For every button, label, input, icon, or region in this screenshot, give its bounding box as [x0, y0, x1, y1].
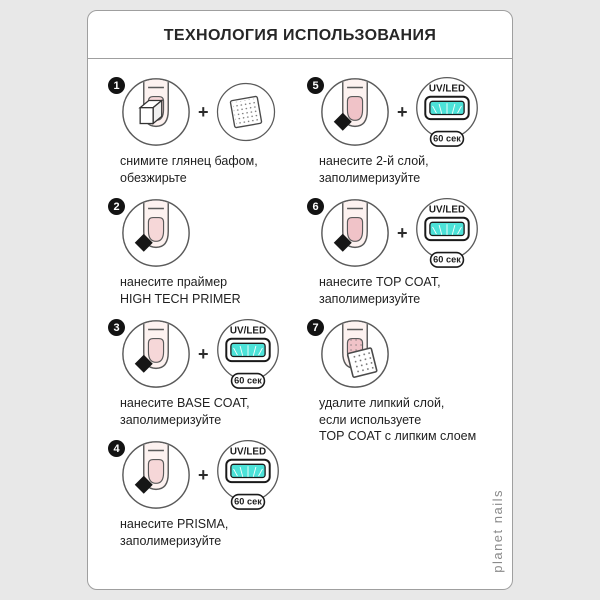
fingertip-icon [122, 78, 190, 146]
step-number-badge: 1 [108, 77, 125, 94]
lamp-rays [431, 223, 462, 235]
steps-grid: 1 [88, 59, 512, 558]
steps-column-right: 5 + [307, 74, 506, 558]
step-3: 3 + [108, 316, 307, 428]
lamp-time-label: 60 сек [433, 254, 461, 264]
fingertip-icon [321, 78, 389, 146]
step-number-badge: 3 [108, 319, 125, 336]
step-2: 2 нанесите прайм [108, 195, 307, 307]
step-illustration: + [120, 74, 307, 150]
uv-lamp-icon: UV/LED 60 сек [216, 439, 279, 510]
step-number-badge: 6 [307, 198, 324, 215]
wipe-pad-icon [346, 347, 378, 378]
step-number-badge: 5 [307, 77, 324, 94]
plus-icon: + [198, 343, 209, 364]
step-illustration: + UV/LED 60 сек [319, 195, 506, 271]
uv-lamp-icon: UV/LED 60 сек [216, 318, 279, 389]
fingertip-icon [122, 199, 190, 267]
applicator-diamond-icon [333, 233, 352, 252]
step-caption: удалите липкий слой, если используете TO… [319, 396, 477, 443]
lamp-rays [232, 344, 263, 356]
brand-logo: planet nails [490, 489, 505, 573]
uv-lamp-icon: UV/LED 60 сек [415, 197, 478, 268]
fingertip-icon [321, 199, 389, 267]
step-caption: нанесите 2-й слой, заполимеризуйте [319, 154, 429, 185]
step-caption: нанесите PRISMA, заполимеризуйте [120, 517, 229, 548]
step-1: 1 [108, 74, 307, 186]
instruction-card: ТЕХНОЛОГИЯ ИСПОЛЬЗОВАНИЯ 1 [87, 10, 513, 590]
applicator-diamond-icon [134, 475, 153, 494]
step-illustration: + UV/LED 60 сек [120, 437, 307, 513]
lamp-rays [232, 465, 263, 477]
fingertip-icon [122, 441, 190, 509]
step-caption: нанесите TOP COAT, заполимеризуйте [319, 275, 441, 306]
uv-led-label: UV/LED [229, 325, 265, 336]
applicator-diamond-icon [134, 233, 153, 252]
step-number-badge: 7 [307, 319, 324, 336]
plus-icon: + [198, 101, 209, 122]
lamp-time-label: 60 сек [234, 496, 262, 506]
step-7: 7 [307, 316, 506, 445]
fingertip-sticky-layer-icon [321, 320, 389, 388]
applicator-diamond-icon [333, 112, 352, 131]
uv-led-label: UV/LED [428, 204, 464, 215]
step-number-badge: 4 [108, 440, 125, 457]
step-caption: нанесите праймер HIGH TECH PRIMER [120, 275, 241, 306]
lamp-time-label: 60 сек [234, 375, 262, 385]
step-caption: нанесите BASE COAT, заполимеризуйте [120, 396, 250, 427]
step-caption: снимите глянец бафом, обезжирьте [120, 154, 258, 185]
step-4: 4 + [108, 437, 307, 549]
step-illustration: + UV/LED 60 сек [120, 316, 307, 392]
uv-led-label: UV/LED [428, 83, 464, 94]
card-header: ТЕХНОЛОГИЯ ИСПОЛЬЗОВАНИЯ [88, 11, 512, 59]
plus-icon: + [198, 464, 209, 485]
step-6: 6 + [307, 195, 506, 307]
plus-icon: + [397, 222, 408, 243]
lamp-time-label: 60 сек [433, 133, 461, 143]
step-illustration: + UV/LED 60 сек [319, 74, 506, 150]
steps-column-left: 1 [108, 74, 307, 558]
step-illustration [120, 195, 307, 271]
plus-icon: + [397, 101, 408, 122]
lamp-rays [431, 102, 462, 114]
applicator-diamond-icon [134, 354, 153, 373]
uv-led-label: UV/LED [229, 446, 265, 457]
step-illustration [319, 316, 506, 392]
wipe-pad-icon [216, 82, 275, 142]
page-title: ТЕХНОЛОГИЯ ИСПОЛЬЗОВАНИЯ [163, 27, 437, 44]
step-5: 5 + [307, 74, 506, 186]
buffer-cube-icon [138, 99, 164, 125]
fingertip-icon [122, 320, 190, 388]
step-number-badge: 2 [108, 198, 125, 215]
uv-lamp-icon: UV/LED 60 сек [415, 76, 478, 147]
